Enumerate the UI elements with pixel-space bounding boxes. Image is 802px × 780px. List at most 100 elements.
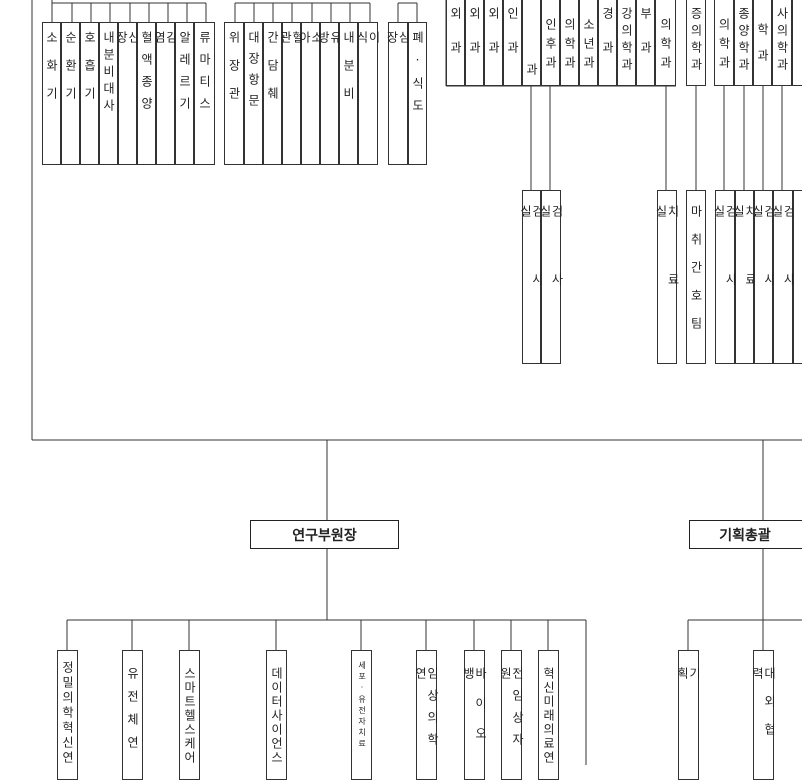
research-unit-label: 세포·유전자치료 [357,661,367,750]
dept-box-allergy: 알레르기 [175,22,194,165]
dept-box-partial: 외과 [446,0,465,86]
dept-label: 내분비대사 [101,31,116,116]
room-box-lab: 검사실 [770,190,796,364]
research-unit-box: 세포·유전자치료 [351,650,372,780]
planning-head-box: 기획총괄 [689,520,802,549]
dept-box-partial: 인과 [503,0,522,86]
dept-label: 간담췌 [265,31,280,115]
dept-box-partial: 증의학과 [686,0,706,86]
dept-label: 경과 [600,7,615,75]
dept-label: 과 [524,63,539,75]
dept-label: 위장관 [227,31,241,115]
dept-box-partial: 경과 [598,0,617,86]
dept-box-cardio: 순환기 [61,22,80,165]
research-unit-box: 데이터사이언스 [266,650,287,780]
dept-box-colorectal: 대장항문 [244,22,263,165]
planning-unit-label: 대외협력 [750,667,777,751]
dept-label: 인후과 [543,18,558,75]
dept-label: 호흡기 [82,31,97,115]
dept-label: 유방 [316,31,343,103]
dept-label: 외과 [448,7,463,75]
research-vp-label: 연구부원장 [292,527,357,544]
dept-box-endo: 내분비대사 [99,22,118,165]
research-unit-label: 정밀의학혁신연 [60,661,75,766]
dept-box-partial: 의학과 [560,0,579,86]
dept-box-transplant: 이식 [355,22,381,165]
room-label: 검사실 [770,205,796,341]
planning-unit-box: 기획 [675,650,702,780]
dept-label: 인과 [505,7,520,75]
dept-box-cardiac: 심장 [385,22,411,165]
dept-label: 폐·식도 [410,31,425,121]
research-unit-label: 데이터사이언스 [269,667,284,765]
dept-box-breast: 유방 [316,22,343,165]
planning-unit-box: 대외협력 [750,650,777,780]
room-label: 검사실 [712,205,738,341]
dept-box-partial: 학과 [753,0,772,86]
room-box-lab: 검사실 [712,190,738,364]
dept-label: 대장항문 [246,31,261,115]
room-label: 치료실 [654,205,680,341]
research-unit-label: 임상의학연 [413,667,440,755]
dept-box-partial: 종양학과 [734,0,753,86]
dept-box-gastro: 소화기 [42,22,61,165]
planning-unit-label: 기획 [675,667,702,727]
dept-label: 혈액종양 [139,31,154,119]
planning-head-label: 기획총괄 [719,527,771,544]
dept-box-endocrine-surg: 내분비 [339,22,358,165]
dept-label: 강의학과 [619,7,634,75]
dept-box-nephro: 신장 [114,22,141,165]
research-unit-box: 바이오뱅 [461,650,488,780]
room-box-lab: 검사실 [538,190,564,364]
dept-label: 학과 [755,23,770,75]
dept-box-partial: 소년과 [579,0,598,86]
room-box-treatment: 치료실 [654,190,680,364]
dept-label: 증의학과 [689,7,703,75]
room-box-lab: 검사실 [519,190,545,364]
dept-box-partial: 외과 [465,0,484,86]
dept-label: 의학과 [562,18,577,75]
dept-label: 신장 [114,31,141,103]
research-vp-box: 연구부원장 [250,520,399,549]
dept-box-infect: 감염 [152,22,179,165]
dept-box-rheum: 류마티스 [194,22,215,165]
research-unit-label: 바이오뱅 [461,667,488,757]
dept-label: 심장 [385,31,411,103]
room-box-anesthesia-nursing: 마취간호팀 [686,190,706,364]
research-unit-label: 혁신미래의료연 [541,667,556,765]
dept-box-pulmo: 호흡기 [80,22,99,165]
research-unit-box: 임상의학연 [413,650,440,780]
research-unit-box: 혁신미래의료연 [538,650,559,780]
room-label: 검사실 [538,205,564,341]
dept-box-partial: 인후과 [541,0,560,86]
room-box-lab [793,190,802,364]
research-unit-box: 정밀의학혁신연 [57,650,78,780]
dept-label: 알레르기 [177,31,192,119]
dept-label: 내분비 [341,31,356,115]
research-unit-box: 유전체연 [122,650,143,780]
dept-label: 의학과 [658,18,673,75]
research-unit-label: 유전체연 [125,667,140,759]
dept-box-hbp: 간담췌 [263,22,282,165]
dept-label: 이식 [355,31,381,103]
research-unit-box: 전임상자원 [499,650,525,780]
dept-label: 종양학과 [736,7,751,75]
dept-label: 순환기 [63,31,78,115]
dept-label: 의학과 [717,18,731,75]
dept-label: 부과 [638,7,653,75]
dept-box-partial: 부과 [636,0,655,86]
dept-label: 외과 [486,7,501,75]
dept-label: 소년과 [581,18,596,75]
dept-label: 류마티스 [197,31,212,119]
dept-box-hemato: 혈액종양 [137,22,156,165]
dept-label: 감염 [152,31,179,103]
room-label: 마취간호팀 [689,205,703,345]
dept-box-thoracic: 폐·식도 [408,22,427,165]
dept-box-partial: 의학과 [655,0,676,86]
dept-box-partial: 과 [522,0,541,86]
dept-box-partial: 강의학과 [617,0,636,86]
research-unit-box: 스마트헬스케어 [179,650,200,780]
dept-label: 사의학과 [775,7,789,75]
dept-box-partial [792,0,802,86]
